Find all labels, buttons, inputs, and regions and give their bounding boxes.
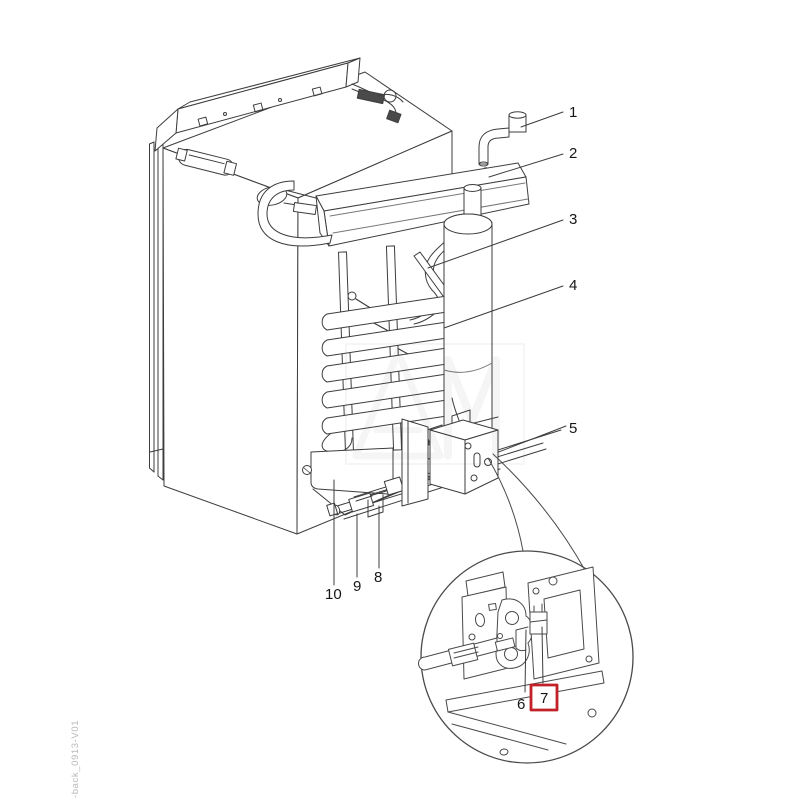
handle-tube <box>175 147 238 176</box>
detail-bracket-part6 <box>515 626 529 652</box>
callout-label-8: 8 <box>374 569 382 586</box>
document-code-side-text: -back_0913-V01 <box>70 720 81 798</box>
leader-line-2 <box>488 153 564 178</box>
flue-extension-part1 <box>478 111 527 167</box>
leader-line-7 <box>541 626 544 684</box>
leader-line-3 <box>427 219 564 269</box>
callout-label-3: 3 <box>569 211 577 228</box>
side-panels <box>149 139 164 481</box>
detail-funnel-left <box>487 457 524 552</box>
callout-label-1: 1 <box>569 104 577 121</box>
igniter-box-part5 <box>401 418 499 507</box>
leader-line-4 <box>443 285 564 329</box>
callout-label-5: 5 <box>569 420 577 437</box>
leader-line-5 <box>497 429 562 451</box>
burner-assembly <box>302 397 547 520</box>
callout-label-9: 9 <box>353 578 361 595</box>
detail-view <box>418 453 634 764</box>
callout-label-7: 7 <box>540 690 548 707</box>
detail-burner-tube-part6 <box>418 637 516 671</box>
callout-labels: 1 2 3 4 5 10 9 8 6 7 <box>325 104 577 713</box>
rail-bracket <box>367 494 384 518</box>
highlight-box <box>529 683 559 712</box>
callout-label-10: 10 <box>325 586 342 603</box>
leader-lines <box>333 111 564 693</box>
leader-line-1 <box>520 111 564 128</box>
callout-label-6: 6 <box>517 696 525 713</box>
boiler-cylinder <box>443 184 493 447</box>
watermark <box>345 343 525 465</box>
burner-rail <box>326 442 547 520</box>
callout-label-4: 4 <box>569 277 577 294</box>
cooling-unit <box>256 111 530 453</box>
mounting-rail <box>154 57 361 152</box>
callout-label-2: 2 <box>569 145 577 162</box>
highlighted-callout-7: 7 <box>529 683 559 712</box>
cabinet-left-face <box>162 147 299 535</box>
wire-harness <box>351 83 404 124</box>
leader-line-6 <box>524 629 527 693</box>
detail-igniter-part7 <box>529 603 548 635</box>
detail-funnel-right <box>492 453 587 573</box>
